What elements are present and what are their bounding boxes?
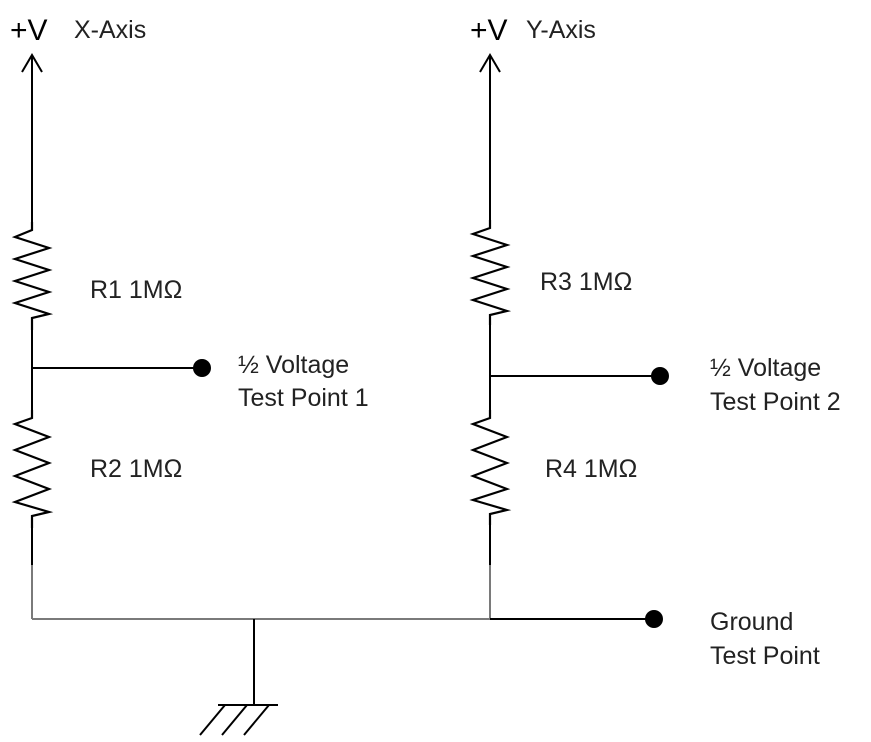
y-supply-label: +V (470, 14, 508, 47)
r4-resistor-icon (469, 410, 512, 525)
test-point-1-line1: ½ Voltage (238, 351, 349, 379)
x-axis-label: X-Axis (74, 16, 146, 44)
ground-network: Ground Test Point (32, 608, 820, 736)
r2-label: R2 1MΩ (90, 455, 182, 483)
x-supply-label: +V (10, 14, 48, 47)
y-axis-label: Y-Axis (526, 16, 596, 44)
test-point-2-line2: Test Point 2 (710, 388, 841, 416)
x-axis-divider: +V X-Axis R1 1MΩ ½ Voltage Test Point 1 … (10, 14, 369, 619)
ground-test-point-line2: Test Point (710, 642, 820, 670)
test-point-2-terminal (651, 367, 669, 385)
y-supply-arrow-icon (479, 53, 501, 73)
r4-label: R4 1MΩ (545, 455, 637, 483)
r1-resistor-icon (11, 222, 54, 330)
test-point-1-terminal (193, 359, 211, 377)
r3-label: R3 1MΩ (540, 268, 632, 296)
ground-symbol-icon (199, 704, 278, 736)
r1-label: R1 1MΩ (90, 276, 182, 304)
r3-resistor-icon (469, 220, 512, 325)
y-axis-divider: +V Y-Axis R3 1MΩ ½ Voltage Test Point 2 … (469, 14, 841, 619)
test-point-2-line1: ½ Voltage (710, 354, 821, 382)
ground-test-point-line1: Ground (710, 608, 793, 636)
r2-resistor-icon (11, 410, 54, 528)
x-supply-arrow-icon (21, 53, 43, 73)
test-point-1-line2: Test Point 1 (238, 384, 369, 412)
ground-test-point-terminal (645, 610, 663, 628)
